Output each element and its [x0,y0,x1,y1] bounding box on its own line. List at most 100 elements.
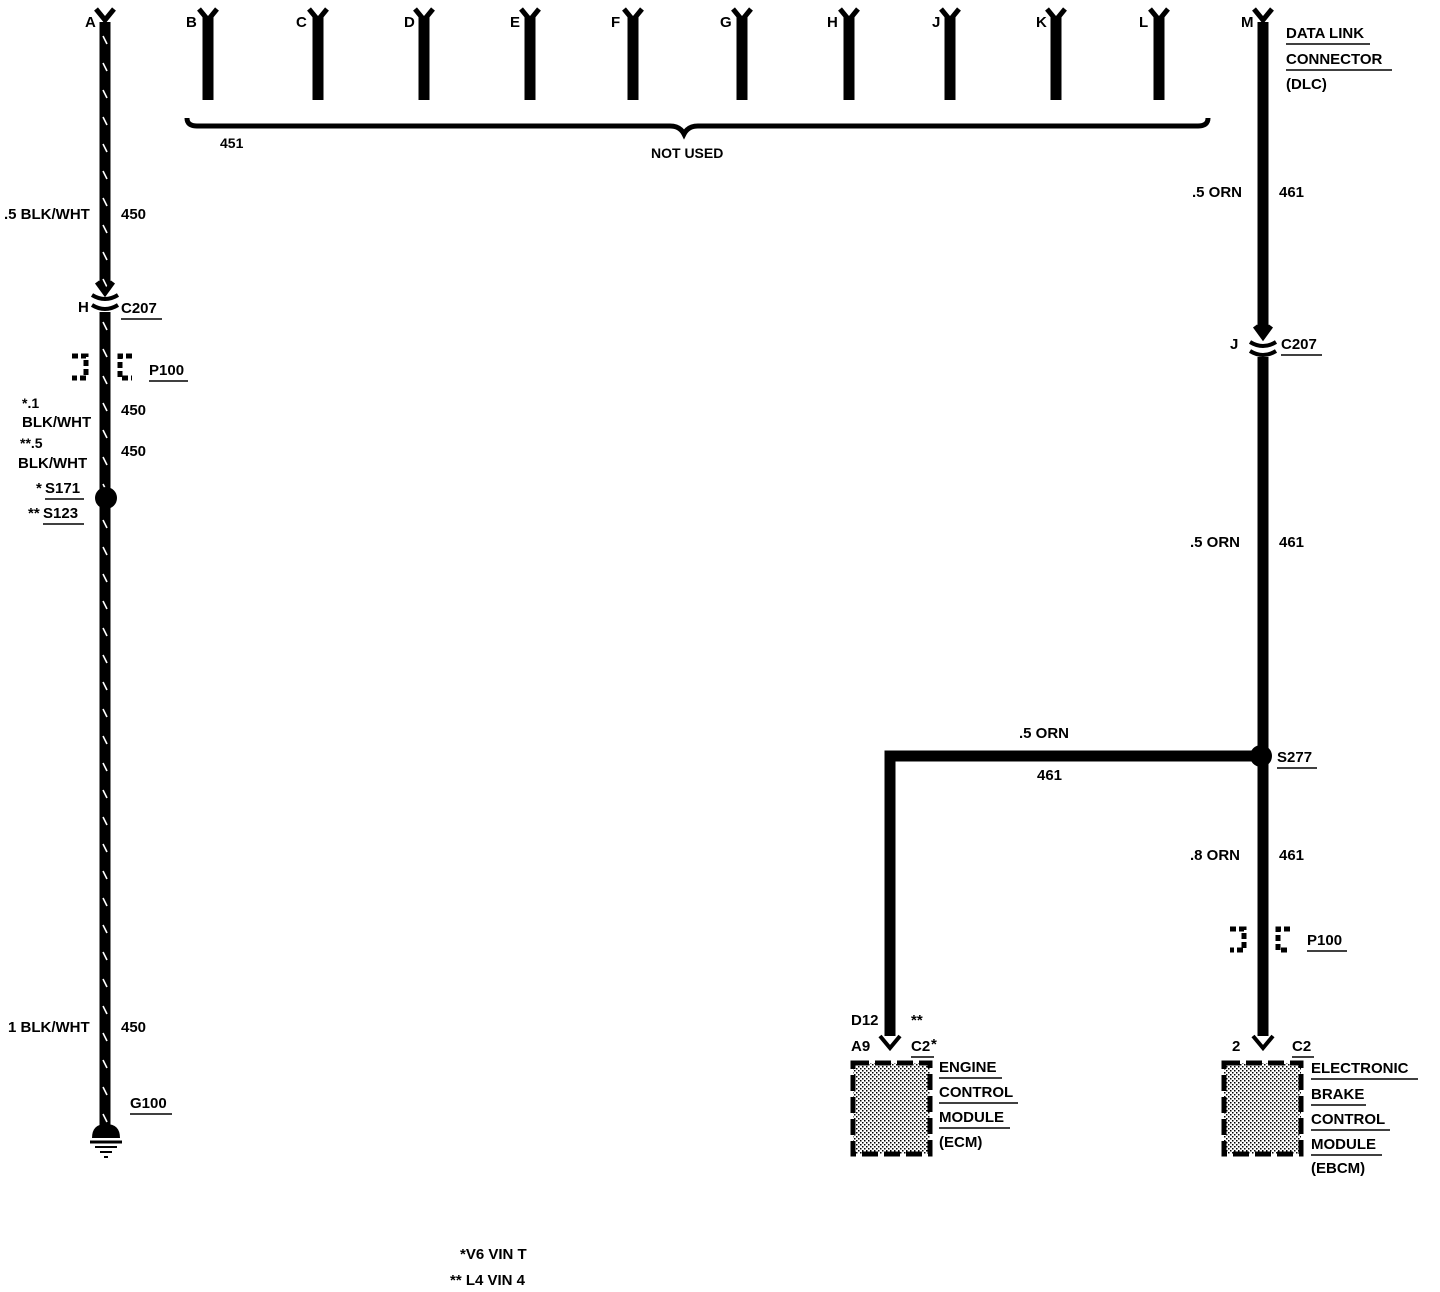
ecm-name-line1: ENGINE [939,1059,997,1076]
ecm-connector-mark: * [931,1036,937,1053]
c207-right-female-terminal [1248,349,1278,357]
wire-stripe [102,978,108,988]
wire-stripes-upper [102,35,108,288]
p100-id-right: P100 [1307,932,1342,949]
dlc-pin-label-a: A [85,14,96,31]
wire-stripe [102,321,108,331]
wire-stripe [102,519,108,529]
ground-symbol [90,1124,122,1158]
ebcm-box [1221,1060,1304,1157]
wire-stripe [102,375,108,385]
wire-l4-size-line2: BLK/WHT [18,455,87,472]
wire-stripe [102,348,108,358]
ebcm-terminal [1251,1034,1275,1052]
wire-stripe [102,402,108,412]
ecm-name-line2: CONTROL [939,1084,1013,1101]
wire-stripe [102,654,108,664]
wire-stripe [102,573,108,583]
wire-461-lower-size: .8 ORN [1190,847,1240,864]
splice-s277 [1250,745,1272,767]
dlc-pin-l: L [1139,7,1170,100]
wire-stripe [102,429,108,439]
ecm-pin-a9: A9 [851,1038,870,1055]
data-circuit: .5 ORN 461 J C207 .5 ORN 461 .5 ORN 461 … [884,22,1347,1036]
wire-stripe [102,870,108,880]
ebcm-pin: 2 [1232,1038,1240,1055]
wire-stripe [102,1032,108,1042]
ebcm-name-line4: MODULE [1311,1136,1376,1153]
wire-stripe [102,546,108,556]
wire-461-branch-size: .5 ORN [1019,725,1069,742]
dlc-title-line1: DATA LINK [1286,25,1364,42]
wire-461-mid-size: .5 ORN [1190,534,1240,551]
splice-v6-prefix: * [36,480,42,497]
wire-461-mid-circuit: 461 [1279,534,1304,551]
ecm-terminal [878,1034,902,1052]
dlc-pin-label-d: D [404,14,415,31]
wire-v6-size-line2: BLK/WHT [22,414,91,431]
ecm-abbr: (ECM) [939,1134,982,1151]
dlc-pin-label-c: C [296,14,307,31]
wire-stripe [102,89,108,99]
wire-stripe [102,627,108,637]
dlc-pin-c: C [296,7,329,100]
wire-450-lower-circuit: 450 [121,1019,146,1036]
wire-stripe [102,1113,108,1123]
legend-v6-note: *V6 VIN T [460,1246,527,1263]
wire-stripe [102,816,108,826]
wire-l4-size-line1: **.5 [20,435,43,451]
wire-v6-size-line1: *.1 [22,395,39,411]
splice-l4-id: S123 [43,505,78,522]
ecm-pin-d12-mark: ** [911,1012,923,1029]
dlc-title: DATA LINK CONNECTOR (DLC) [1286,25,1392,93]
c207-pin-h: H [78,299,89,316]
unused-circuit-label: 451 [220,135,244,151]
ebcm-name-line3: CONTROL [1311,1111,1385,1128]
splice-s277-id: S277 [1277,749,1312,766]
dlc-pin-k: K [1036,7,1067,100]
dlc-pin-j: J [932,7,961,100]
dlc-pin-d: D [404,7,435,100]
legend: *V6 VIN T ** L4 VIN 4 [450,1246,527,1289]
wire-461-branch-circuit: 461 [1037,767,1062,784]
wire-461-upper-circuit: 461 [1279,184,1304,201]
ebcm-name-line2: BRAKE [1311,1086,1364,1103]
dlc-pin-label-h: H [827,14,838,31]
c207-right-male-terminal [1252,324,1274,342]
splice-s171-s123 [95,487,117,509]
wire-stripe [102,170,108,180]
wire-stripe [102,224,108,234]
ecm-box [850,1060,933,1157]
wire-v6-circuit: 450 [121,402,146,419]
wire-stripe [102,35,108,45]
wire-stripe [102,143,108,153]
wire-stripe [102,1059,108,1069]
c207-id-left: C207 [121,300,157,317]
ebcm-abbr: (EBCM) [1311,1160,1365,1177]
wire-450-upper-circuit: 450 [121,206,146,223]
ecm-connector-id: C2 [911,1038,930,1055]
p100-id-left: P100 [149,362,184,379]
dlc-pin-label-g: G [720,14,732,31]
dlc-pin-f: F [611,7,644,100]
c207-female-terminal [90,303,120,311]
wire-stripe [102,789,108,799]
p100-passthrough-right [1230,926,1290,953]
splice-v6-id: S171 [45,480,80,497]
wire-450-lower-size: 1 BLK/WHT [8,1019,90,1036]
wire-stripe [102,762,108,772]
dlc-pin-label-m: M [1241,14,1254,31]
wire-stripe [102,708,108,718]
wire-461-upper-size: .5 ORN [1192,184,1242,201]
wire-461-branch-ecm [884,750,1260,1036]
dlc-pin-g: G [720,7,753,100]
ecm-module: D12 ** A9 C2 * ENGINE CONTROL MODULE (EC… [850,1012,1018,1157]
wire-stripe [102,1005,108,1015]
wire-stripe [102,278,108,288]
c207-id-right: C207 [1281,336,1317,353]
wire-stripe [102,62,108,72]
dlc-pin-label-l: L [1139,14,1148,31]
wire-stripe [102,456,108,466]
